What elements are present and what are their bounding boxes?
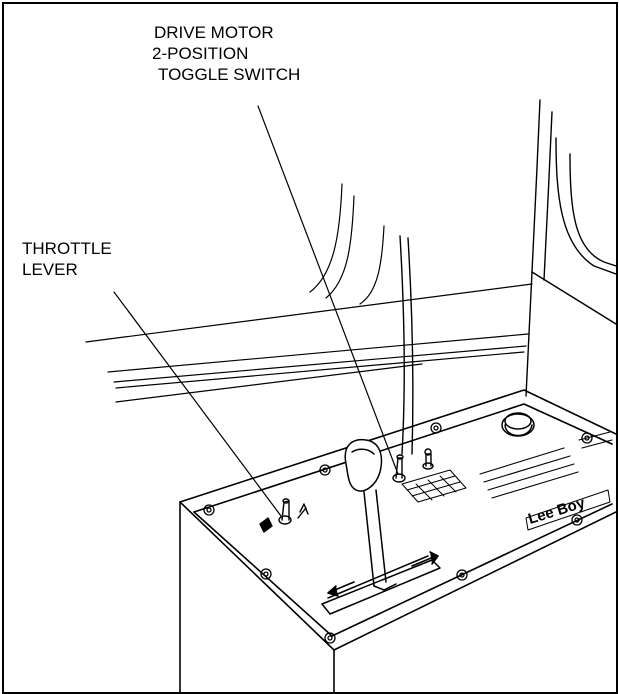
hatched-decal [401, 469, 467, 503]
console-top [179, 389, 616, 692]
cab-window-frame [525, 99, 616, 397]
round-knob [501, 412, 535, 437]
control-column [399, 235, 414, 455]
drive-motor-switch-callout: DRIVE MOTOR 2-POSITION TOGGLE SWITCH [152, 22, 300, 85]
decal-stripes [479, 431, 613, 499]
callout-line: 2-POSITION [152, 44, 249, 63]
callout-line: THROTTLE [22, 239, 112, 258]
callout-line: TOGGLE SWITCH [158, 65, 301, 84]
control-panel-illustration: Lee Boy [85, 99, 616, 692]
svg-text:Lee Boy: Lee Boy [526, 494, 587, 528]
callout-line: LEVER [22, 260, 78, 279]
shift-lever [321, 438, 441, 615]
panel-bolts [203, 422, 593, 644]
throttle-lever-callout: THROTTLE LEVER [22, 238, 112, 280]
leader-lines [113, 105, 399, 517]
drive-motor-toggle-switch [392, 448, 434, 483]
rear-wall [85, 183, 533, 403]
callout-line: DRIVE MOTOR [154, 23, 274, 42]
direction-arrows [327, 551, 439, 597]
throttle-lever [259, 498, 309, 533]
